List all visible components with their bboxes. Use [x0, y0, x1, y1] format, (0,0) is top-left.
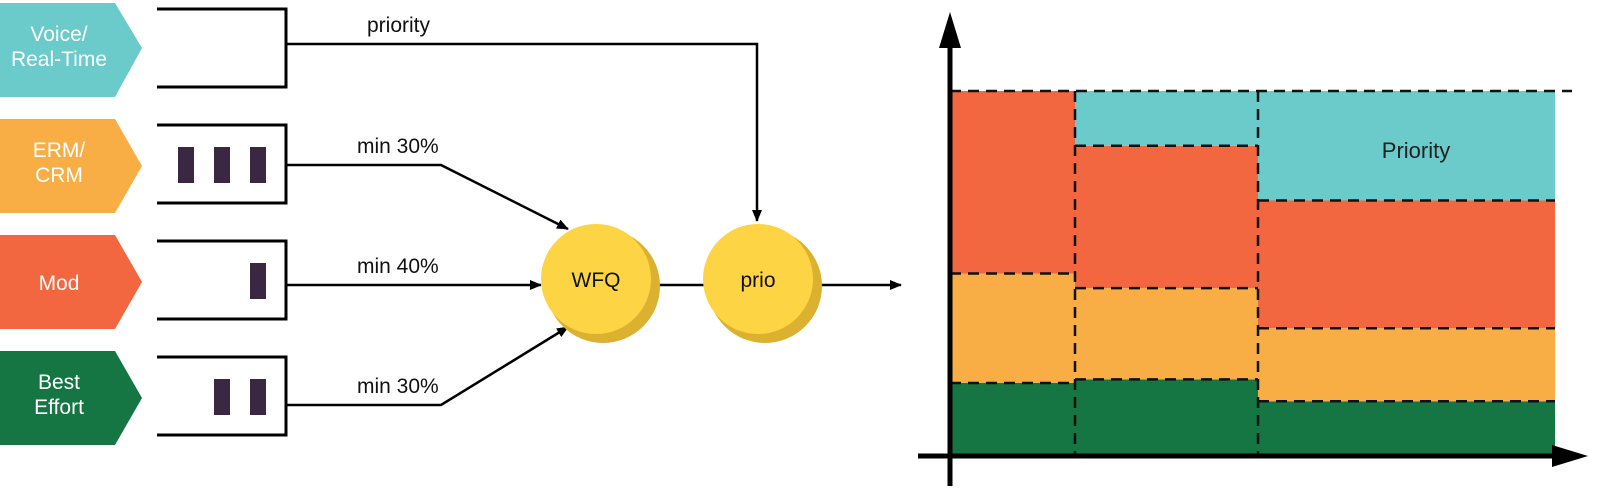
scheduler-prio-circle — [703, 224, 813, 334]
class-arrow-mod: Mod — [0, 235, 142, 329]
band-mod-period-1 — [950, 91, 1075, 274]
class-arrow-voice: Voice/ Real-Time — [0, 3, 142, 97]
priority-region-label: Priority — [1382, 138, 1450, 163]
band-erm-period-2 — [1075, 288, 1258, 380]
class-label-voice-line2: Real-Time — [11, 48, 107, 71]
connector-voice-to-prio — [286, 42, 762, 222]
connector-best-effort-to-wfq — [286, 325, 569, 407]
scheduler-wfq: WFQ — [541, 224, 660, 343]
band-mod-period-2 — [1075, 145, 1258, 289]
band-best-effort-period-3 — [1258, 401, 1555, 456]
edge-label-erm: min 30% — [357, 135, 439, 158]
packet — [178, 147, 194, 183]
band-boundaries — [950, 89, 1572, 456]
packet — [214, 147, 230, 183]
queues — [157, 7, 288, 437]
band-erm-period-1 — [950, 273, 1075, 383]
bandwidth-bands — [950, 91, 1555, 456]
class-arrow-voice-shape — [0, 3, 142, 97]
class-label-best-effort-line2: Effort — [34, 396, 84, 419]
band-voice-period-2 — [1075, 91, 1258, 146]
class-arrow-best-effort: Best Effort — [0, 351, 142, 445]
band-voice-period-3 — [1258, 91, 1555, 201]
band-best-effort-period-1 — [950, 383, 1075, 456]
queued-packets — [178, 147, 266, 415]
queue-best-effort — [157, 355, 288, 437]
band-mod-period-3 — [1258, 200, 1555, 329]
class-label-erm-line1: ERM/ — [33, 139, 86, 162]
packet — [250, 263, 266, 299]
connectors — [286, 42, 902, 407]
edge-label-best-effort: min 30% — [357, 375, 439, 398]
band-best-effort-period-2 — [1075, 379, 1258, 456]
packet — [250, 379, 266, 415]
class-arrow-erm-shape — [0, 119, 142, 213]
chart-y-axis-arrow — [939, 12, 961, 48]
edge-label-voice: priority — [367, 14, 431, 37]
queue-mod — [157, 239, 288, 321]
scheduler-prio: prio — [703, 224, 822, 343]
class-label-best-effort-line1: Best — [38, 371, 80, 394]
class-arrow-erm: ERM/ CRM — [0, 119, 142, 213]
connector-erm-to-wfq — [286, 163, 569, 231]
bandwidth-chart: Priority — [918, 12, 1588, 486]
class-label-voice-line1: Voice/ — [30, 23, 87, 46]
class-label-erm-line2: CRM — [35, 164, 83, 187]
scheduler-prio-label: prio — [740, 269, 775, 292]
class-arrow-best-effort-shape — [0, 351, 142, 445]
queue-voice — [157, 7, 288, 89]
edge-labels: priority min 30% min 40% min 30% — [357, 14, 439, 398]
scheduler-wfq-label: WFQ — [572, 269, 621, 292]
packet — [250, 147, 266, 183]
packet — [214, 379, 230, 415]
band-erm-period-3 — [1258, 328, 1555, 402]
traffic-class-arrows: Voice/ Real-Time ERM/ CRM Mod Best Effor… — [0, 3, 142, 445]
edge-label-mod: min 40% — [357, 255, 439, 278]
class-label-mod-line1: Mod — [39, 272, 80, 295]
scheduler-wfq-circle — [541, 224, 651, 334]
chart-x-axis-arrow — [1552, 445, 1588, 467]
class-arrow-mod-shape — [0, 235, 142, 329]
